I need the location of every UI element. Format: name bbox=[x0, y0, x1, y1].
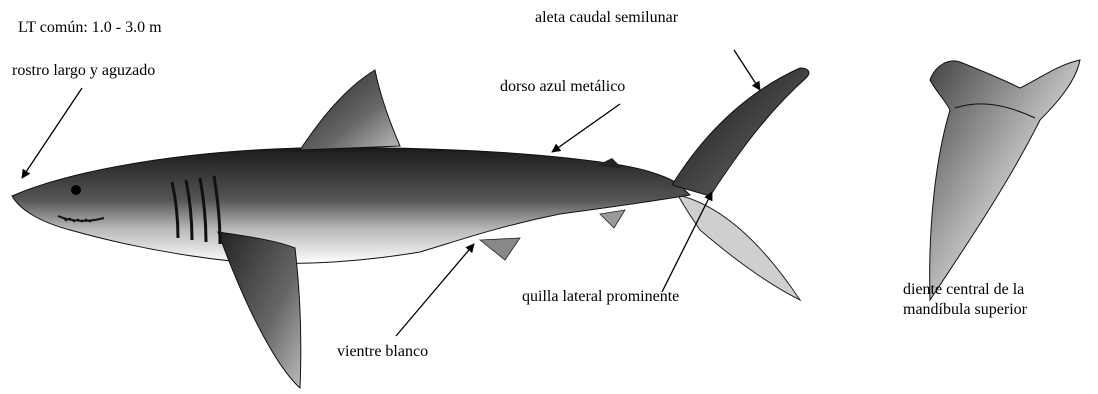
caudal-lower-lobe bbox=[678, 195, 800, 300]
tooth-caption-line1: diente central de la bbox=[903, 280, 1027, 300]
shark-body bbox=[12, 148, 690, 264]
anal-fin bbox=[600, 210, 625, 228]
dorsum-label: dorso azul metálico bbox=[500, 77, 625, 96]
snout-label: rostro largo y aguzado bbox=[12, 61, 155, 80]
caudal-label: aleta caudal semilunar bbox=[535, 8, 678, 27]
arrow-dorsum bbox=[552, 104, 620, 152]
eye bbox=[71, 185, 81, 195]
arrow-caudal bbox=[734, 50, 760, 90]
pelvic-fin bbox=[480, 238, 520, 260]
tooth-illustration bbox=[930, 60, 1080, 300]
dorsal-fin bbox=[300, 70, 400, 150]
keel-label: quilla lateral prominente bbox=[522, 287, 679, 306]
arrow-snout bbox=[22, 88, 82, 178]
arrow-belly bbox=[396, 244, 474, 336]
belly-label: vientre blanco bbox=[337, 342, 428, 361]
pectoral-fin bbox=[218, 232, 301, 388]
tooth-caption: diente central de la mandíbula superior bbox=[903, 280, 1027, 320]
size-label: LT común: 1.0 - 3.0 m bbox=[18, 18, 162, 37]
tooth-caption-line2: mandíbula superior bbox=[903, 300, 1027, 320]
caudal-upper-lobe bbox=[672, 68, 809, 196]
